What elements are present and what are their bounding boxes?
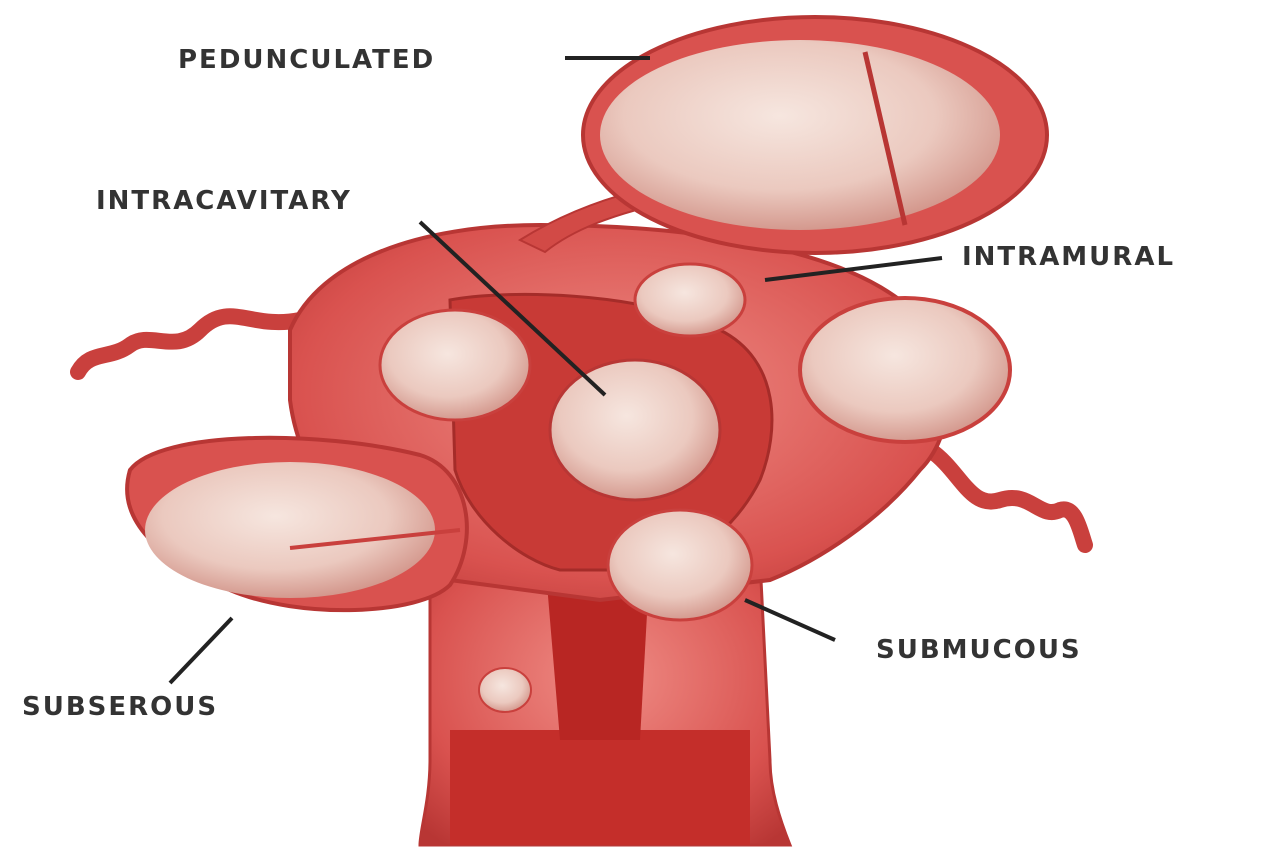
subserous-fibroid — [145, 462, 435, 598]
intramural-fibroid-top — [635, 264, 745, 336]
intramural-fibroid-left — [380, 310, 530, 420]
leader-subserous — [170, 618, 232, 683]
label-subserous: SUBSEROUS — [22, 694, 218, 720]
label-intracavitary: INTRACAVITARY — [96, 188, 352, 214]
label-pedunculated: PEDUNCULATED — [178, 47, 435, 73]
intracavitary-fibroid — [550, 360, 720, 500]
left-fallopian-tube — [78, 316, 300, 372]
label-submucous: SUBMUCOUS — [876, 637, 1082, 663]
cervical-fibroid — [479, 668, 531, 712]
right-fallopian-tube — [930, 450, 1085, 545]
right-fibroid — [800, 298, 1010, 442]
label-intramural: INTRAMURAL — [962, 244, 1175, 270]
submucous-fibroid — [608, 510, 752, 620]
cervical-canal — [450, 730, 750, 845]
pedunculated-fibroid-core — [600, 40, 1000, 230]
